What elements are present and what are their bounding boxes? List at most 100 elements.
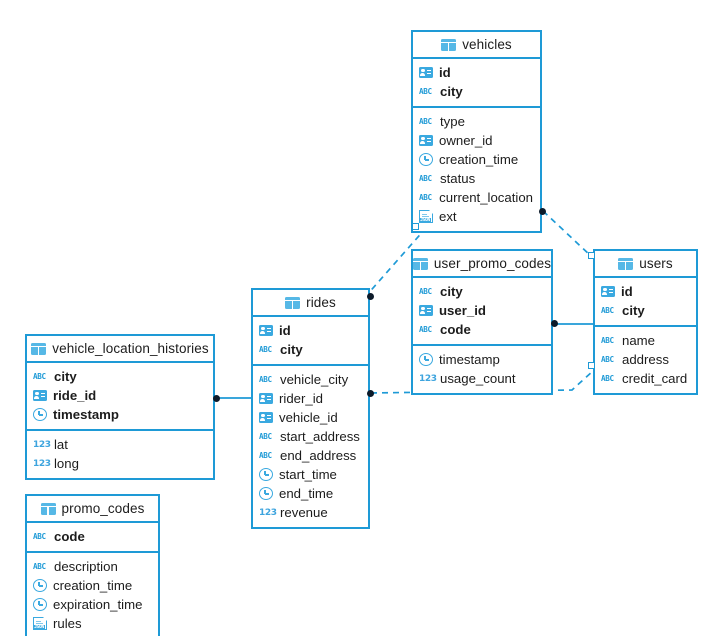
clock-timestamp-type-icon — [33, 408, 47, 421]
abc-string-type-icon: ABC — [601, 355, 614, 364]
column-row[interactable]: expiration_time — [27, 595, 158, 614]
column-name: type — [440, 114, 465, 129]
column-row[interactable]: owner_id — [413, 131, 540, 150]
abc-string-type-icon: ABC — [259, 451, 272, 460]
table-grid-icon — [31, 342, 47, 355]
clock-timestamp-type-icon — [33, 579, 47, 592]
table-header[interactable]: rides — [253, 290, 368, 317]
relationship-target-marker-square — [588, 252, 595, 259]
clock-timestamp-type-icon — [259, 487, 273, 500]
id-card-key-type-icon — [419, 67, 433, 78]
json-document-type-icon: JSON — [419, 209, 434, 223]
column-name: ride_id — [53, 388, 97, 403]
column-row[interactable]: creation_time — [413, 150, 540, 169]
column-name: end_time — [279, 486, 334, 501]
column-row[interactable]: timestamp — [413, 350, 551, 369]
json-document-type-icon: JSON — [33, 616, 48, 630]
table-header[interactable]: users — [595, 251, 696, 278]
table-grid-icon — [285, 296, 301, 309]
column-row[interactable]: JSON ext — [413, 207, 540, 226]
column-name: id — [439, 65, 451, 80]
column-row[interactable]: end_time — [253, 484, 368, 503]
id-card-key-type-icon — [33, 390, 47, 401]
column-row[interactable]: user_id — [413, 301, 551, 320]
column-row[interactable]: creation_time — [27, 576, 158, 595]
relationship-source-marker-dot — [551, 320, 558, 327]
abc-string-type-icon: ABC — [259, 345, 272, 354]
column-name: expiration_time — [53, 597, 143, 612]
id-card-key-type-icon — [601, 286, 615, 297]
table-grid-icon — [40, 502, 56, 515]
column-row[interactable]: ABC address — [595, 350, 696, 369]
id-card-key-type-icon — [419, 135, 433, 146]
column-row[interactable]: timestamp — [27, 405, 213, 424]
abc-string-type-icon: ABC — [419, 325, 432, 334]
table-name: users — [639, 256, 673, 271]
id-card-key-type-icon — [259, 393, 273, 404]
clock-timestamp-type-icon — [419, 353, 433, 366]
column-name: address — [622, 352, 669, 367]
abc-string-type-icon: ABC — [33, 562, 46, 571]
relationship-source-marker-dot — [539, 208, 546, 215]
column-row[interactable]: vehicle_id — [253, 408, 368, 427]
table-header[interactable]: vehicles — [413, 32, 540, 59]
table-header[interactable]: vehicle_location_histories — [27, 336, 213, 363]
column-row[interactable]: id — [595, 282, 696, 301]
column-name: timestamp — [53, 407, 119, 422]
column-row[interactable]: id — [253, 321, 368, 340]
column-name: usage_count — [440, 371, 516, 386]
table-name: vehicles — [462, 37, 512, 52]
abc-string-type-icon: ABC — [601, 336, 614, 345]
column-row[interactable]: rider_id — [253, 389, 368, 408]
column-row[interactable]: ride_id — [27, 386, 213, 405]
table-header[interactable]: user_promo_codes — [412, 251, 551, 278]
column-name: timestamp — [439, 352, 500, 367]
column-name: status — [440, 171, 476, 186]
column-name: start_time — [279, 467, 337, 482]
abc-string-type-icon: ABC — [601, 306, 614, 315]
column-name: current_location — [439, 190, 533, 205]
table-header[interactable]: promo_codes — [27, 496, 158, 523]
clock-timestamp-type-icon — [259, 468, 273, 481]
column-name: lat — [54, 437, 68, 452]
column-name: ext — [439, 209, 457, 224]
column-row[interactable]: start_time — [253, 465, 368, 484]
column-row[interactable]: id — [413, 63, 540, 82]
column-name: owner_id — [439, 133, 493, 148]
abc-string-type-icon: ABC — [601, 374, 614, 383]
